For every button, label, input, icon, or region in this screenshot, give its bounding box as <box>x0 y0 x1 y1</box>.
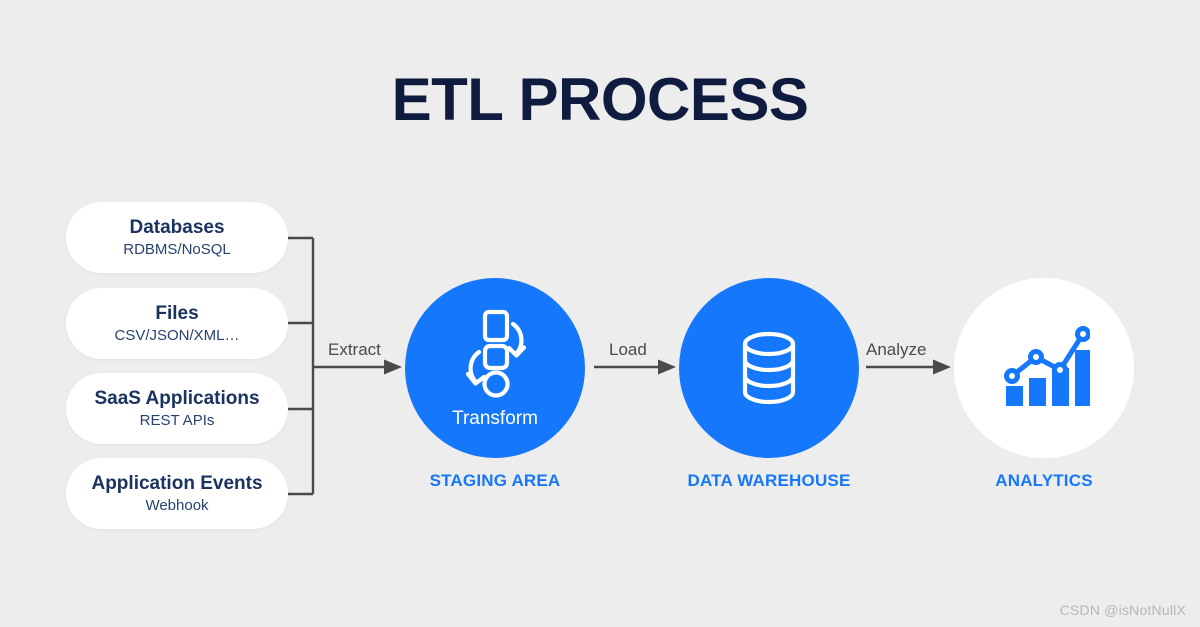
edge-label-extract: Extract <box>328 340 381 359</box>
node-caption-analytics: ANALYTICS <box>995 471 1093 490</box>
bar-line-chart-icon <box>998 324 1090 412</box>
source-box-saas-applications[interactable]: SaaS Applications REST APIs <box>66 373 288 444</box>
source-title: SaaS Applications <box>94 387 260 409</box>
edge-label-analyze: Analyze <box>866 340 927 359</box>
node-inner-label: Transform <box>452 408 538 429</box>
page-title: ETL PROCESS <box>391 66 809 133</box>
source-title: Files <box>155 302 199 324</box>
watermark: CSDN @isNotNullX <box>1059 602 1186 618</box>
database-cylinder-icon <box>727 326 811 410</box>
source-title: Application Events <box>91 472 263 494</box>
node-analytics[interactable] <box>954 278 1134 458</box>
source-box-application-events[interactable]: Application Events Webhook <box>66 458 288 529</box>
transform-shapes-icon <box>449 306 541 398</box>
source-title: Databases <box>129 216 225 238</box>
node-data-warehouse[interactable] <box>679 278 859 458</box>
source-box-files[interactable]: Files CSV/JSON/XML… <box>66 288 288 359</box>
node-caption-data-warehouse: DATA WAREHOUSE <box>687 471 851 490</box>
source-box-databases[interactable]: Databases RDBMS/NoSQL <box>66 202 288 273</box>
node-staging-area[interactable]: Transform <box>405 278 585 458</box>
arrow-load <box>594 359 676 375</box>
arrow-analyze <box>866 359 951 375</box>
arrow-extract <box>313 359 402 375</box>
source-subtitle: RDBMS/NoSQL <box>123 240 231 258</box>
edge-label-load: Load <box>609 340 647 359</box>
source-subtitle: CSV/JSON/XML… <box>114 326 240 344</box>
source-subtitle: REST APIs <box>139 411 215 429</box>
node-caption-staging-area: STAGING AREA <box>429 471 561 490</box>
source-subtitle: Webhook <box>145 496 209 514</box>
